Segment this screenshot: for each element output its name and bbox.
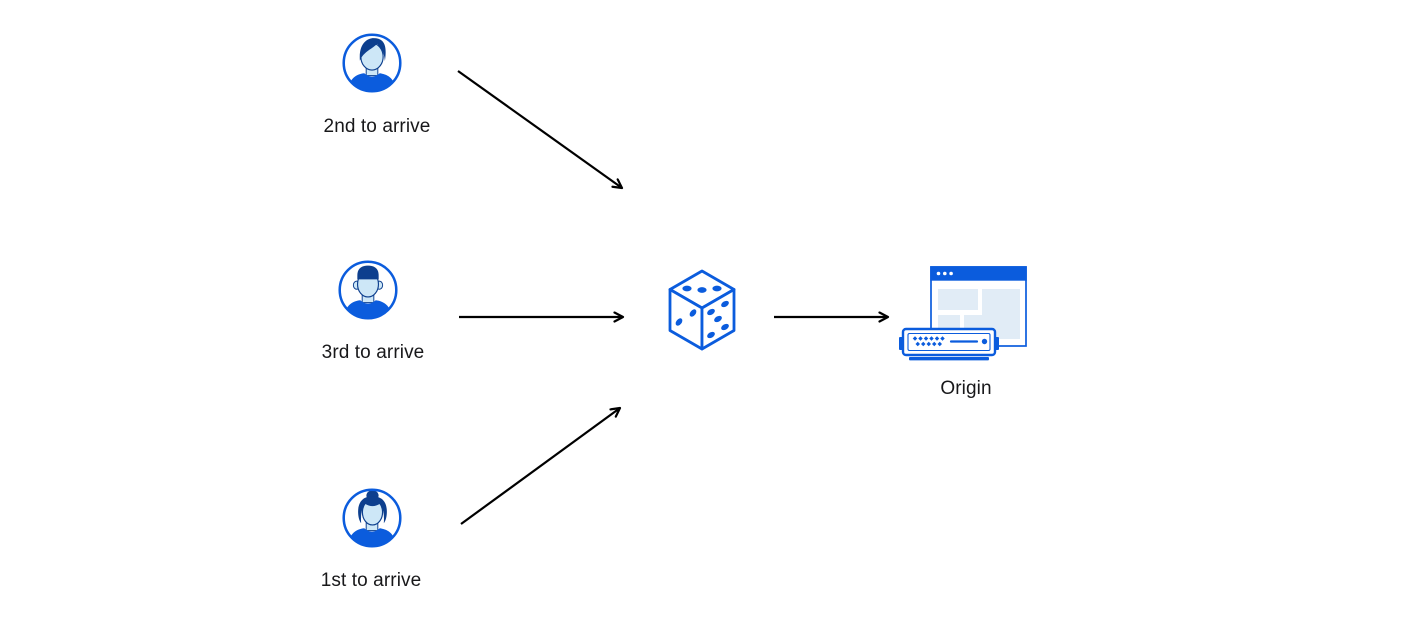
male-avatar-swept-hair-icon <box>342 33 402 93</box>
male-avatar-flat-hair-icon <box>338 260 398 320</box>
node-user-first <box>341 487 403 554</box>
edge-user1-to-dice <box>460 408 620 525</box>
dice-icon <box>668 269 736 351</box>
node-origin <box>895 258 1029 369</box>
label-user-second: 2nd to arrive <box>323 116 431 137</box>
edge-user2-to-dice <box>457 70 622 188</box>
female-avatar-bun-icon <box>342 488 402 548</box>
label-origin: Origin <box>940 378 992 399</box>
node-randomizer <box>666 268 738 357</box>
node-user-third <box>337 259 399 326</box>
origin-server-icon <box>899 266 1027 361</box>
server-vent-dots <box>912 336 945 347</box>
node-user-second <box>341 32 403 99</box>
label-user-third: 3rd to arrive <box>321 342 425 363</box>
server-base <box>909 357 989 361</box>
browser-titlebar <box>930 266 1027 281</box>
label-user-first: 1st to arrive <box>320 570 422 591</box>
